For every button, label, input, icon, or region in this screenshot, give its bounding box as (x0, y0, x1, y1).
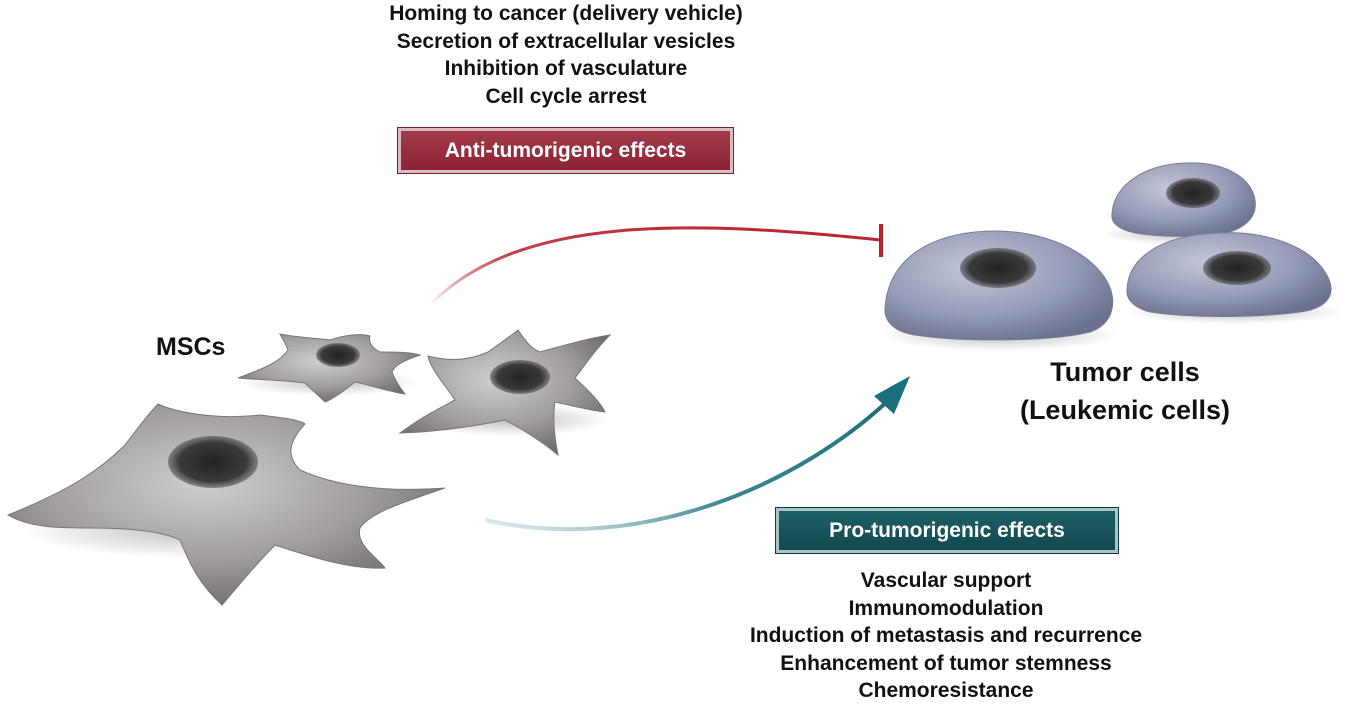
msc-label: MSCs (156, 333, 226, 361)
pro-effect-item: Immunomodulation (848, 596, 1044, 620)
pro-effect-item: Enhancement of tumor stemness (780, 651, 1112, 675)
pro-effect-item: Vascular support (860, 569, 1032, 592)
msc-cell-medium (398, 329, 612, 457)
msc-cell-small (237, 333, 422, 403)
anti-effect-item: Secretion of extracellular vesicles (396, 29, 736, 53)
tumor-label-line2: (Leukemic cells) (1019, 395, 1231, 425)
inhibition-arrow (430, 226, 881, 305)
tumor-cell-top (1100, 162, 1260, 244)
promotion-arrowhead (874, 376, 910, 414)
tumor-label-line1: Tumor cells (1050, 357, 1200, 387)
pro-effects-badge: Pro-tumorigenic effects (776, 508, 1118, 553)
msc-cell-large (6, 403, 446, 606)
anti-effect-item: Homing to cancer (delivery vehicle) (389, 2, 743, 25)
tumor-cell-right (1125, 232, 1345, 324)
pro-effect-item: Chemoresistance (858, 679, 1034, 702)
tumor-cell-large (880, 230, 1120, 351)
anti-effect-item: Cell cycle arrest (485, 84, 647, 108)
pro-effect-item: Induction of metastasis and recurrence (749, 624, 1143, 647)
anti-effects-list: Homing to cancer (delivery vehicle) Secr… (300, 0, 832, 110)
promotion-arrow (484, 395, 894, 532)
pro-effects-list: Vascular support Immunomodulation Induct… (680, 567, 1212, 705)
anti-effect-item: Inhibition of vasculature (444, 57, 688, 80)
anti-effects-badge: Anti-tumorigenic effects (398, 128, 733, 173)
